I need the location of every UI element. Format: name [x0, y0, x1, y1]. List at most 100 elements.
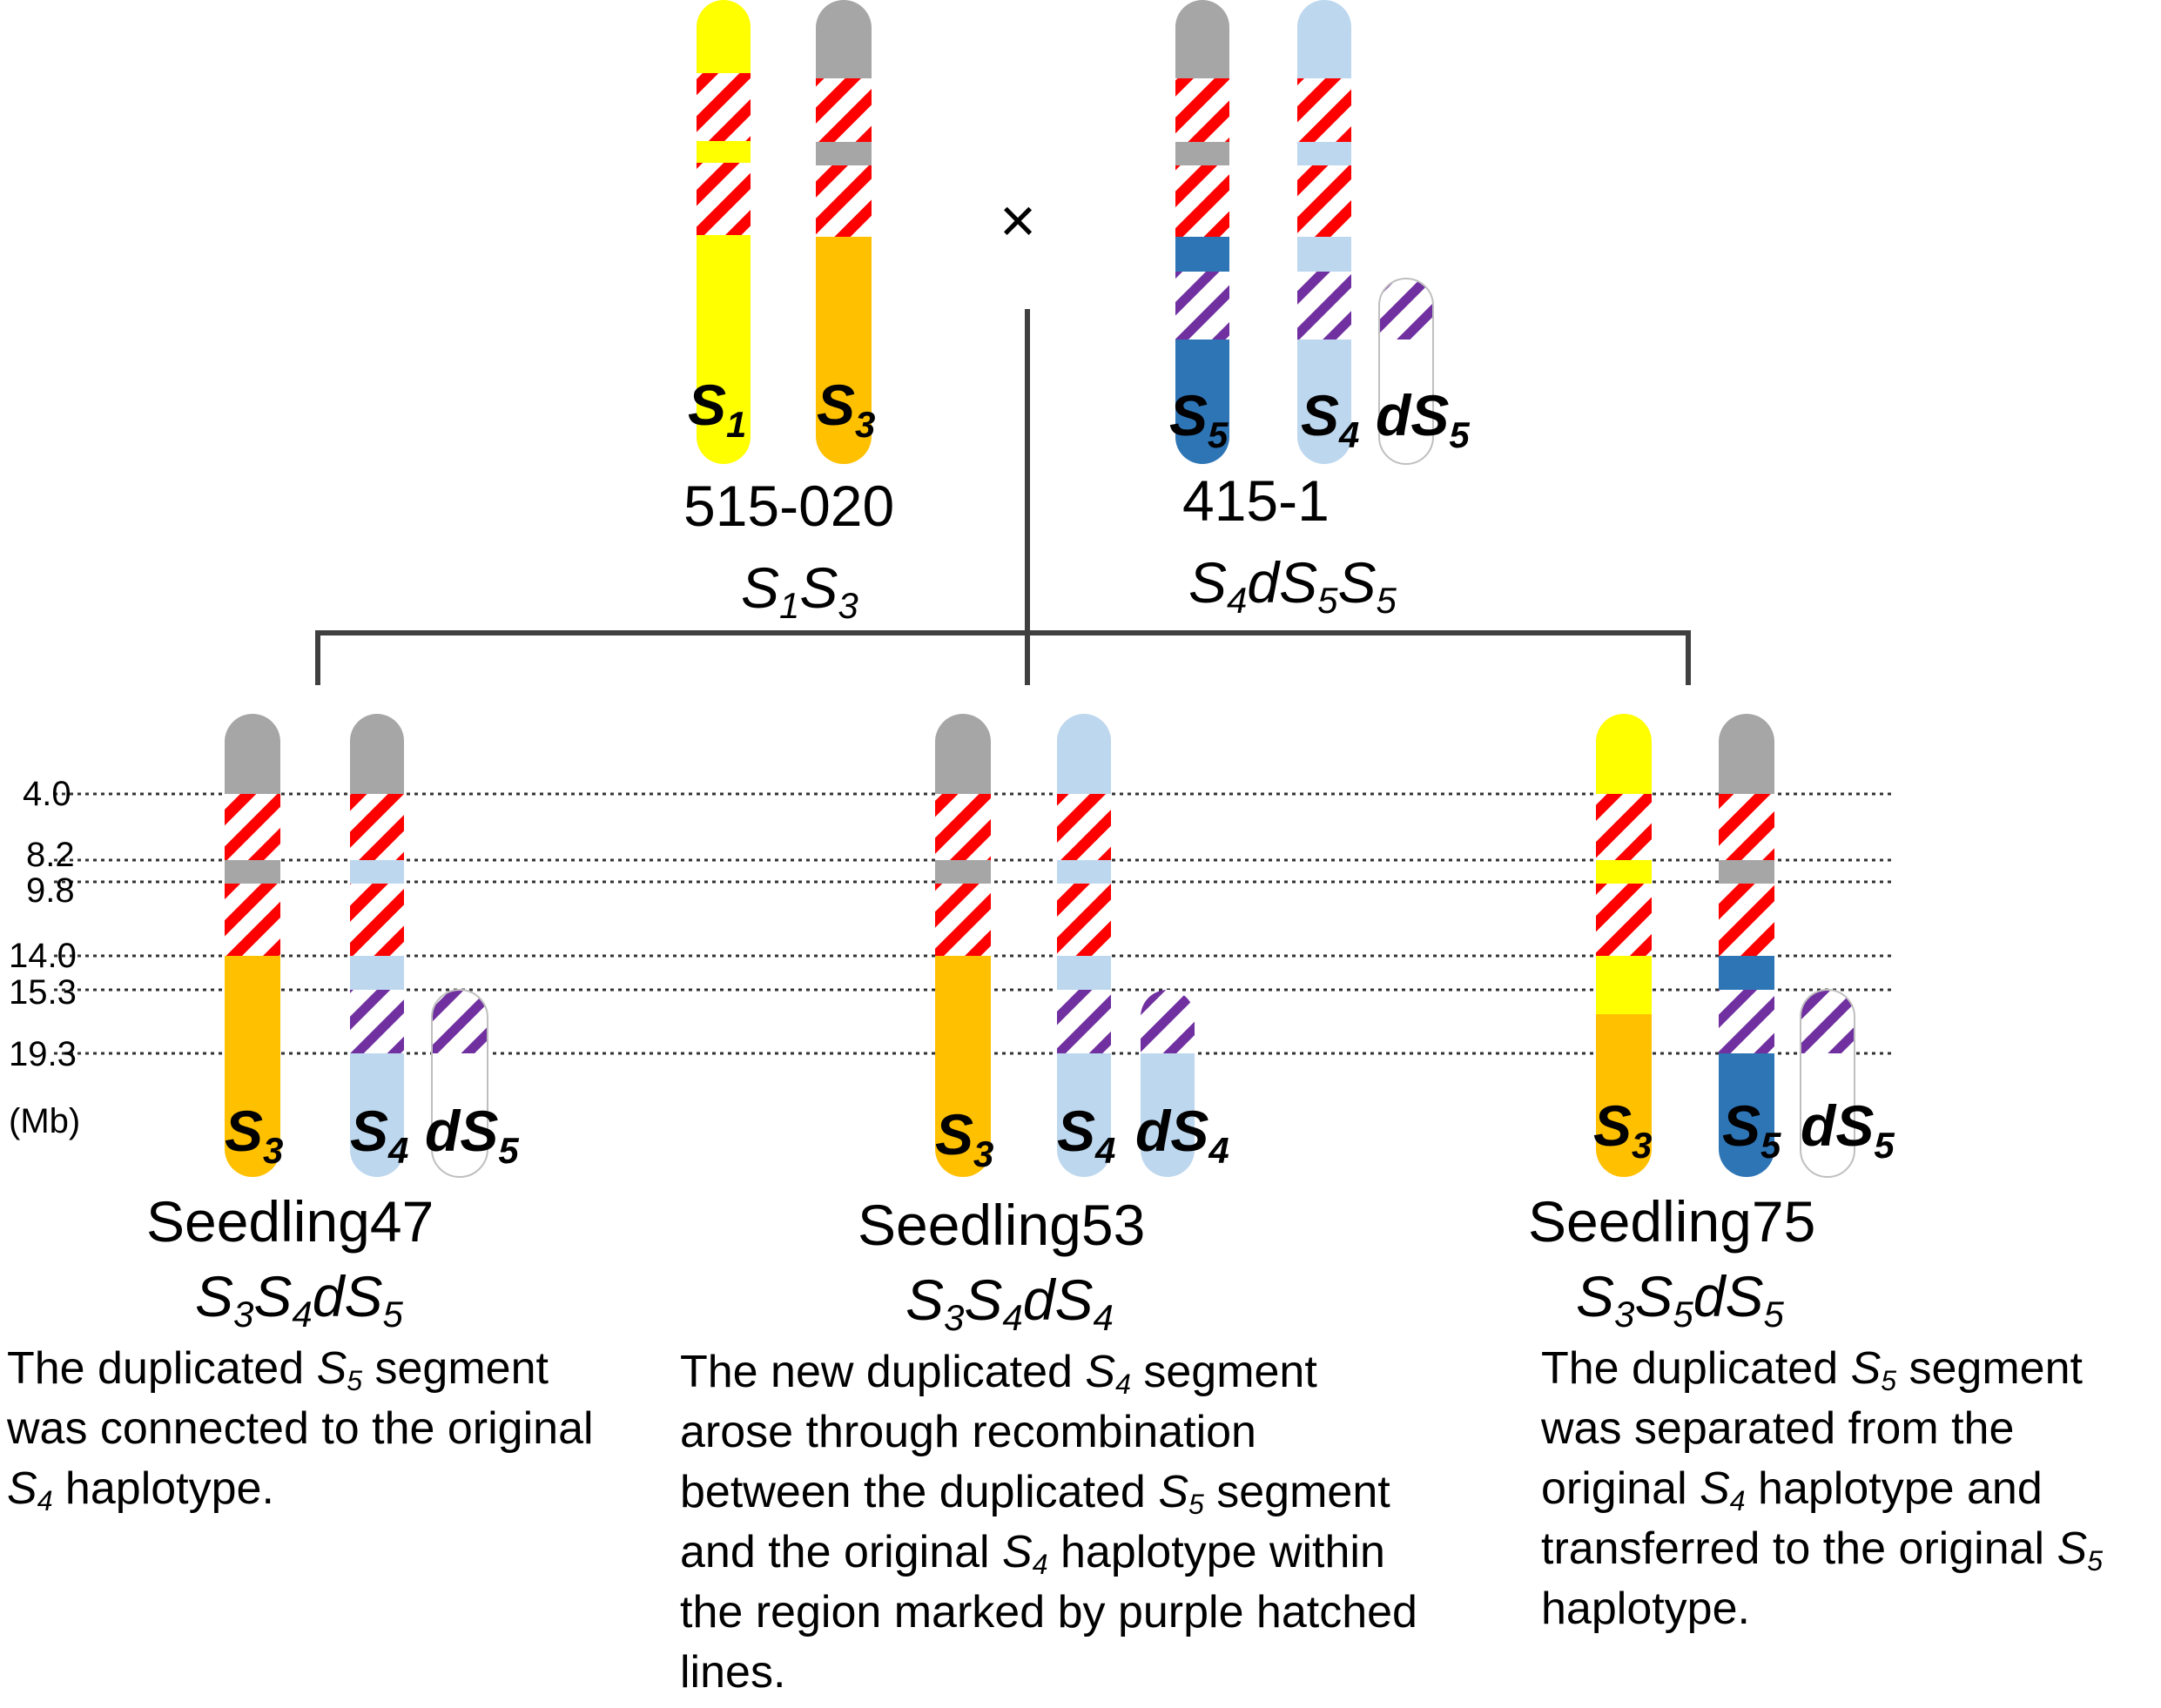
- cross-symbol: ×: [1000, 186, 1037, 256]
- s75-s5-chromosome-segment: [1719, 794, 1774, 860]
- s75-s5-chromosome: [1719, 714, 1774, 1177]
- s75-s3-chromosome-segment: [1596, 1014, 1652, 1177]
- parent-s1-chromosome-segment: [697, 163, 751, 235]
- s47-ds5-chromosome-outline: [431, 989, 488, 1178]
- seedling53-genotype: S3S4dS4: [905, 1268, 1114, 1338]
- s47-s4-chromosome-segment: [350, 956, 404, 990]
- parent-ds5-chromosome: [1379, 279, 1433, 464]
- parent-s4-chromosome-segment: [1297, 340, 1351, 464]
- s75-s3-chromosome-segment: [1596, 884, 1652, 956]
- s47-s3-chromosome-segment: [225, 860, 280, 884]
- parent-415-1-name: 415-1: [1182, 468, 1330, 533]
- parent-s5-chromosome: [1175, 0, 1229, 464]
- parent-s4-chromosome-segment: [1297, 0, 1351, 78]
- s75-s3-chromosome-segment: [1596, 956, 1652, 1014]
- parent-s3-chromosome-segment: [816, 165, 872, 237]
- s47-ds5-chromosome: [432, 990, 488, 1177]
- s53-s3-chromosome-segment: [935, 884, 991, 956]
- s53-s3-chromosome-segment: [935, 956, 991, 1177]
- s53-s4-chromosome-segment: [1057, 884, 1111, 956]
- parent-515-020-name: 515-020: [683, 474, 895, 538]
- parent-s4-chromosome-segment: [1297, 165, 1351, 237]
- parent-s5-chromosome-segment: [1175, 0, 1229, 78]
- seedling53-description: The new duplicated S4 segment arose thro…: [680, 1347, 1417, 1698]
- s47-s3-chromosome-segment: [225, 956, 280, 1177]
- s75-ds5-chromosome-segment: [1801, 990, 1855, 1053]
- s75-ds5-label: dS5: [1801, 1093, 1895, 1166]
- parent-ds5-chromosome-segment: [1379, 279, 1433, 340]
- s47-s3-chromosome-segment: [225, 884, 280, 956]
- s53-s3-chromosome-segment: [935, 714, 991, 794]
- scale-tick-9-8: 9.8: [26, 871, 75, 910]
- parent-ds5-chromosome-outline: [1378, 278, 1434, 465]
- s53-s4-chromosome-segment: [1057, 860, 1111, 884]
- s53-s4-chromosome-segment: [1057, 714, 1111, 794]
- s53-s4-label: S4: [1057, 1099, 1115, 1171]
- s75-ds5-chromosome-segment: [1801, 1053, 1855, 1177]
- parent-s4-chromosome-segment: [1297, 78, 1351, 142]
- seedling53-name: Seedling53: [858, 1193, 1146, 1257]
- parent-s4-label: S4: [1301, 383, 1359, 455]
- s47-s3-chromosome: [225, 714, 280, 1177]
- s75-ds5-chromosome: [1801, 990, 1855, 1177]
- scale-tick-14-0: 14.0: [9, 937, 77, 975]
- seedling47-name: Seedling47: [146, 1189, 434, 1254]
- s75-s3-chromosome-segment: [1596, 714, 1652, 794]
- s53-s3-chromosome-segment: [935, 860, 991, 884]
- seedling75-genotype: S3S5dS5: [1576, 1264, 1784, 1335]
- parent-s3-chromosome: [816, 0, 872, 464]
- parent-s5-label: S5: [1169, 383, 1229, 455]
- s47-s3-chromosome-segment: [225, 714, 280, 794]
- s75-s5-chromosome-segment: [1719, 884, 1774, 956]
- parent-s5-chromosome-segment: [1175, 142, 1229, 165]
- parent-s4-chromosome-segment: [1297, 237, 1351, 272]
- s47-s3-chromosome-segment: [225, 794, 280, 860]
- parent-415-1-genotype: S4dS5S5: [1188, 550, 1397, 621]
- s53-ds4-chromosome-segment: [1141, 1053, 1195, 1177]
- parent-ds5-chromosome-segment: [1379, 340, 1433, 464]
- s53-ds4-label: dS4: [1135, 1099, 1229, 1171]
- seedling75-name: Seedling75: [1528, 1189, 1816, 1254]
- seedling75-description: The duplicated S5 segment was separated …: [1541, 1343, 2104, 1634]
- s75-s3-chromosome: [1596, 714, 1652, 1177]
- parent-s3-chromosome-segment: [816, 237, 872, 464]
- s47-s4-chromosome-segment: [350, 1053, 404, 1177]
- scale-tick-8-2: 8.2: [26, 836, 75, 874]
- scale-unit: (Mb): [9, 1102, 81, 1140]
- parent-s5-chromosome-segment: [1175, 272, 1229, 340]
- s53-s3-chromosome: [935, 714, 991, 1177]
- parent-s4-chromosome-segment: [1297, 142, 1351, 165]
- parent-s5-chromosome-segment: [1175, 340, 1229, 464]
- parent-s1-chromosome-segment: [697, 73, 751, 141]
- s47-s4-chromosome-segment: [350, 794, 404, 860]
- s75-s5-chromosome-segment: [1719, 1053, 1774, 1177]
- scale-tick-15-3: 15.3: [9, 973, 77, 1012]
- parent-s1-chromosome: [697, 0, 751, 464]
- s75-ds5-chromosome-outline: [1800, 989, 1855, 1178]
- scale-tick-19-3: 19.3: [9, 1035, 77, 1073]
- seedling47-genotype: S3S4dS5: [195, 1264, 403, 1335]
- s75-s5-chromosome-segment: [1719, 990, 1774, 1053]
- s75-s5-chromosome-segment: [1719, 956, 1774, 990]
- parent-s1-chromosome-segment: [697, 141, 751, 163]
- s47-ds5-chromosome-segment: [432, 1053, 488, 1177]
- parent-s1-chromosome-segment: [697, 0, 751, 73]
- s53-s4-chromosome-segment: [1057, 794, 1111, 860]
- s47-s4-chromosome: [350, 714, 404, 1177]
- parent-515-020-genotype: S1S3: [741, 555, 858, 626]
- scale-tick-4-0: 4.0: [23, 775, 71, 813]
- s47-s4-chromosome-segment: [350, 990, 404, 1053]
- s47-s4-chromosome-segment: [350, 884, 404, 956]
- parent-s5-chromosome-segment: [1175, 237, 1229, 272]
- s75-s3-chromosome-segment: [1596, 794, 1652, 860]
- parent-s3-chromosome-segment: [816, 0, 872, 78]
- s53-s4-chromosome-segment: [1057, 990, 1111, 1053]
- parent-s1-chromosome-segment: [697, 235, 751, 464]
- s53-s4-chromosome-segment: [1057, 1053, 1111, 1177]
- parent-s4-chromosome-segment: [1297, 272, 1351, 340]
- parent-s3-chromosome-segment: [816, 78, 872, 142]
- s47-s4-chromosome-segment: [350, 860, 404, 884]
- s53-ds4-chromosome: [1141, 990, 1195, 1177]
